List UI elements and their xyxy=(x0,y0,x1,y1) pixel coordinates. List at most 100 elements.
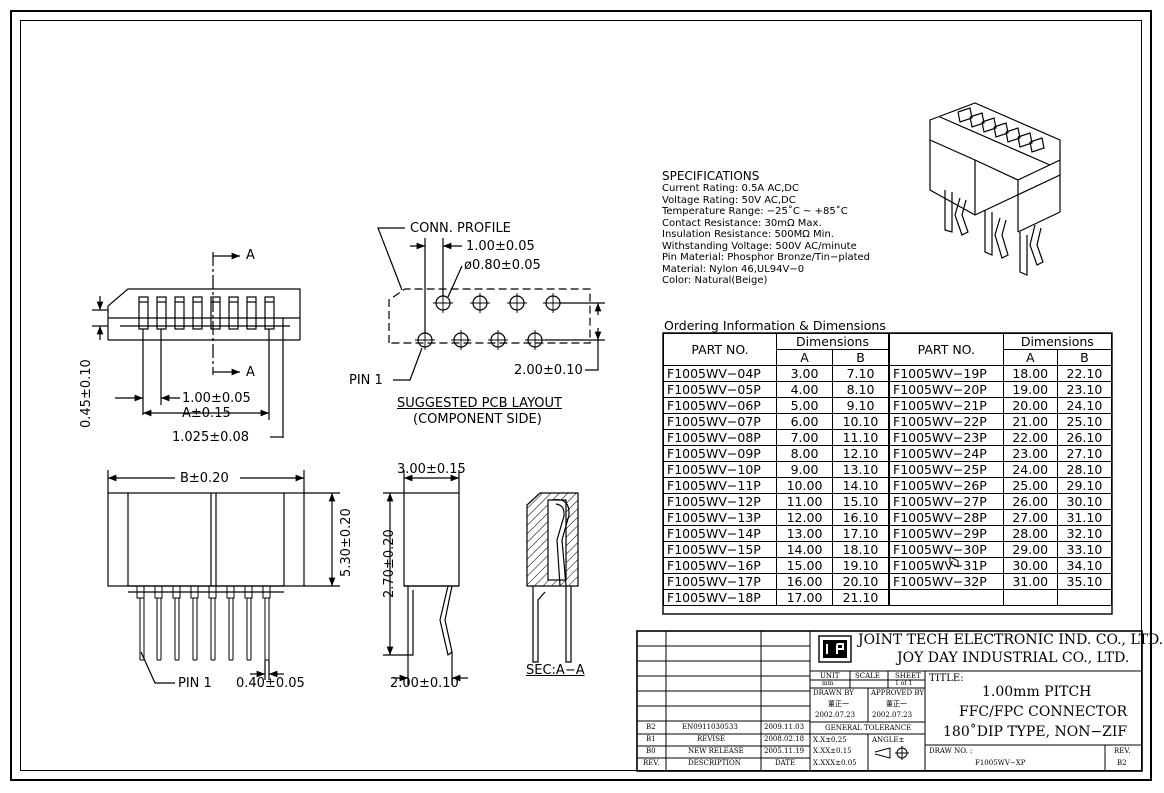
cell-part: F1005WV−32P xyxy=(889,573,1004,590)
cell-b: 28.10 xyxy=(1056,461,1113,478)
col-dims-header: Dimensions xyxy=(1002,333,1113,350)
table-row-empty xyxy=(889,589,1113,606)
drawn-by-name: 董正一 xyxy=(828,700,849,708)
cell-part: F1005WV−26P xyxy=(889,477,1004,494)
sheet-border-inner xyxy=(20,20,1142,771)
cell-a: 4.00 xyxy=(776,381,833,398)
cell-b: 9.10 xyxy=(832,397,889,414)
col-b-header: B xyxy=(832,349,889,366)
cell-part: F1005WV−13P xyxy=(662,509,778,526)
spec-line: Voltage Rating: 50V AC,DC xyxy=(662,194,796,206)
cell-a: 6.00 xyxy=(776,413,833,430)
tolerance-1: X.X±0.25 xyxy=(813,736,847,744)
col-b-header: B xyxy=(1056,349,1113,366)
revision-description: NEW RELEASE xyxy=(688,747,744,755)
draw-no-value: F1005WV−XP xyxy=(975,759,1026,767)
spec-line: Temperature Range: −25˚C ~ +85˚C xyxy=(662,206,848,217)
cell-b: 22.10 xyxy=(1056,365,1113,382)
cell-b: 12.10 xyxy=(832,445,889,462)
cell-b: 26.10 xyxy=(1056,429,1113,446)
specifications-heading: SPECIFICATIONS xyxy=(662,169,760,183)
cell-a: 19.00 xyxy=(1002,381,1058,398)
cell-part: F1005WV−08P xyxy=(662,429,778,446)
revision-date: 2009.11.03 xyxy=(764,723,805,731)
cell-part: F1005WV−18P xyxy=(662,589,778,606)
hole-diameter-label: ø0.80±0.05 xyxy=(464,258,541,273)
cell-b: 30.10 xyxy=(1056,493,1113,510)
pcb-pin1-label: PIN 1 xyxy=(349,373,383,388)
dim-pitch-100: 1.00±0.05 xyxy=(182,391,251,406)
cell-a: 30.00 xyxy=(1002,557,1058,574)
dim-height-530: 5.30±0.20 xyxy=(339,508,354,577)
dim-a-015: A±0.15 xyxy=(182,406,231,421)
cell-a: 8.00 xyxy=(776,445,833,462)
dim-1025: 1.025±0.08 xyxy=(172,430,250,445)
dim-height-270: 2.70±0.20 xyxy=(382,529,397,598)
sheet-border-outer xyxy=(10,10,1152,781)
cell-b: 16.10 xyxy=(832,509,889,526)
dim-b-020: B±0.20 xyxy=(180,471,229,486)
tolerance-2: X.XX±0.15 xyxy=(813,747,852,755)
pcb-layout-subtitle: (COMPONENT SIDE) xyxy=(413,412,542,427)
cell-a: 13.00 xyxy=(776,525,833,542)
cell-b: 13.10 xyxy=(832,461,889,478)
dim-width-200: 2.00±0.10 xyxy=(390,676,459,691)
cell-b: 15.10 xyxy=(832,493,889,510)
cell-b: 10.10 xyxy=(832,413,889,430)
title-label: TITLE: xyxy=(929,673,964,684)
pcb-layout-drawing xyxy=(377,227,605,381)
section-a-label-bottom: A xyxy=(246,365,255,380)
isometric-view-connector xyxy=(929,102,1061,568)
cell-b: 27.10 xyxy=(1056,445,1113,462)
cell-b: 11.10 xyxy=(832,429,889,446)
section-a-label-top: A xyxy=(246,248,255,263)
cell-b: 31.10 xyxy=(1056,509,1113,526)
cell-a: 24.00 xyxy=(1002,461,1058,478)
cell-b: 25.10 xyxy=(1056,413,1113,430)
cell-a: 28.00 xyxy=(1002,525,1058,542)
rev-value: B2 xyxy=(1117,759,1127,767)
col-part-header: PART NO. xyxy=(662,333,778,366)
cell-b: 18.10 xyxy=(832,541,889,558)
title-line-1: 1.00mm PITCH xyxy=(982,684,1092,700)
cell-b: 20.10 xyxy=(832,573,889,590)
rev-label: REV. xyxy=(1114,747,1131,755)
cell-b: 8.10 xyxy=(832,381,889,398)
cell-b: 23.10 xyxy=(1056,381,1113,398)
cell-b: 34.10 xyxy=(1056,557,1113,574)
cell-part: F1005WV−25P xyxy=(889,461,1004,478)
cell-b: 7.10 xyxy=(832,365,889,382)
drawn-by-label: DRAWN BY xyxy=(813,689,854,697)
cell-a: 3.00 xyxy=(776,365,833,382)
cell-part: F1005WV−17P xyxy=(662,573,778,590)
cell-part: F1005WV−23P xyxy=(889,429,1004,446)
cell-part: F1005WV−19P xyxy=(889,365,1004,382)
tolerance-3: X.XXX±0.05 xyxy=(813,759,857,767)
col-dims-header: Dimensions xyxy=(776,333,889,350)
revision-date: 2008.02.18 xyxy=(764,735,805,743)
unit-value: mm xyxy=(822,680,834,687)
cell-a: 21.00 xyxy=(1002,413,1058,430)
cell-part: F1005WV−07P xyxy=(662,413,778,430)
row-spacing-label: 2.00±0.10 xyxy=(514,363,583,378)
cell-empty xyxy=(1056,589,1113,606)
approved-by-name: 董正一 xyxy=(886,700,907,708)
sheet-value: 1 of 1 xyxy=(895,680,913,687)
cell-part: F1005WV−06P xyxy=(662,397,778,414)
cell-a: 18.00 xyxy=(1002,365,1058,382)
